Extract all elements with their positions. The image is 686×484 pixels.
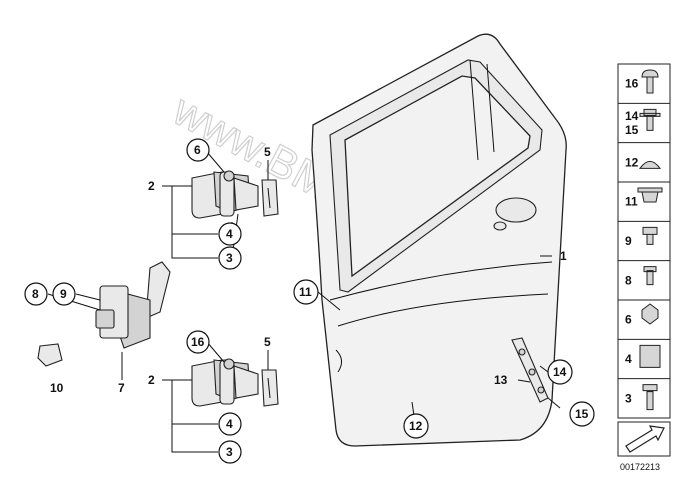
callout-door: 1 bbox=[560, 249, 567, 263]
callout-check-arm: 7 bbox=[118, 381, 125, 395]
legend-row: 9 bbox=[618, 220, 670, 248]
expanding-nut-icon bbox=[639, 344, 661, 368]
callout-nut4-lower: 4 bbox=[226, 417, 233, 431]
callout-ring-bolt3-upper bbox=[218, 246, 242, 270]
door-check-arm bbox=[95, 261, 171, 349]
callout-bolt16: 16 bbox=[191, 335, 205, 349]
callout-ring-plug11 bbox=[293, 279, 319, 305]
callout-ring-screw15 bbox=[569, 401, 595, 427]
grommet-icon bbox=[637, 187, 663, 203]
callout-plug12: 12 bbox=[409, 419, 423, 433]
legend-label: 8 bbox=[625, 273, 632, 287]
callout-ring-bolt16 bbox=[186, 330, 210, 354]
lower-hinge-shim bbox=[261, 369, 279, 407]
upper-door-hinge bbox=[191, 170, 259, 219]
callout-bracket13: 13 bbox=[494, 373, 508, 387]
legend-label: 14 bbox=[625, 109, 639, 123]
legend-row: 8 bbox=[618, 260, 670, 287]
callout-ring-screw8 bbox=[24, 282, 48, 306]
rubber-plug-10 bbox=[37, 343, 63, 367]
legend-label: 12 bbox=[625, 155, 639, 169]
callout-plug10: 10 bbox=[50, 381, 64, 395]
legend-label: 4 bbox=[625, 352, 632, 366]
callout-ring-bolt3-lower bbox=[218, 440, 242, 464]
callout-shim-lower: 5 bbox=[264, 335, 271, 349]
hex-nut-icon bbox=[641, 303, 659, 325]
callout-bolt3-lower: 3 bbox=[226, 445, 233, 459]
bolt-icon bbox=[641, 69, 659, 94]
long-bolt-icon bbox=[642, 384, 658, 411]
legend-row: 6 bbox=[618, 299, 670, 327]
screw-icon bbox=[643, 266, 657, 286]
callout-ring-screw9 bbox=[52, 282, 76, 306]
legend-label: 9 bbox=[625, 234, 632, 248]
callout-ring-nut4-upper bbox=[218, 222, 242, 246]
short-bolt-icon bbox=[642, 226, 658, 245]
callout-screw9: 9 bbox=[60, 287, 67, 301]
callout-ring-nut4-lower bbox=[218, 412, 242, 436]
cap-plug-icon bbox=[639, 160, 661, 169]
callout-screw8: 8 bbox=[32, 287, 39, 301]
upper-hinge-shim bbox=[261, 179, 279, 217]
legend-row: 3 bbox=[618, 378, 670, 411]
callout-labels: 1 2 2 5 5 6 16 4 3 4 3 8 9 10 7 11 12 13… bbox=[24, 138, 595, 464]
legend-row: 4 bbox=[618, 338, 670, 368]
lower-door-hinge bbox=[191, 358, 259, 407]
legend-label: 6 bbox=[625, 313, 632, 327]
callout-screw14: 14 bbox=[553, 365, 567, 379]
callout-bolt3-upper: 3 bbox=[226, 251, 233, 265]
legend-label: 16 bbox=[625, 77, 639, 91]
callout-nut4-upper: 4 bbox=[226, 227, 233, 241]
callout-hinge-lower: 2 bbox=[148, 373, 155, 387]
legend-row: 12 bbox=[618, 142, 670, 169]
callout-hinge-upper: 2 bbox=[148, 179, 155, 193]
callout-ring-nut6 bbox=[186, 138, 210, 162]
callout-ring-screw14 bbox=[547, 359, 573, 385]
callout-screw15: 15 bbox=[575, 407, 589, 421]
diagram-id: 00172213 bbox=[620, 462, 660, 472]
legend-row: 16 bbox=[625, 69, 659, 94]
flange-screw-icon bbox=[639, 108, 661, 131]
legend-label: 15 bbox=[625, 123, 639, 137]
legend-label: 3 bbox=[625, 391, 632, 405]
legend-row: 11 bbox=[618, 181, 670, 209]
callout-nut6: 6 bbox=[194, 143, 201, 157]
legend-label: 11 bbox=[625, 195, 638, 209]
callout-ring-plug12 bbox=[403, 413, 429, 439]
callout-shim-upper: 5 bbox=[264, 145, 271, 159]
callout-plug11: 11 bbox=[299, 285, 312, 299]
direction-arrow-icon bbox=[625, 425, 665, 453]
rear-door bbox=[311, 33, 567, 447]
